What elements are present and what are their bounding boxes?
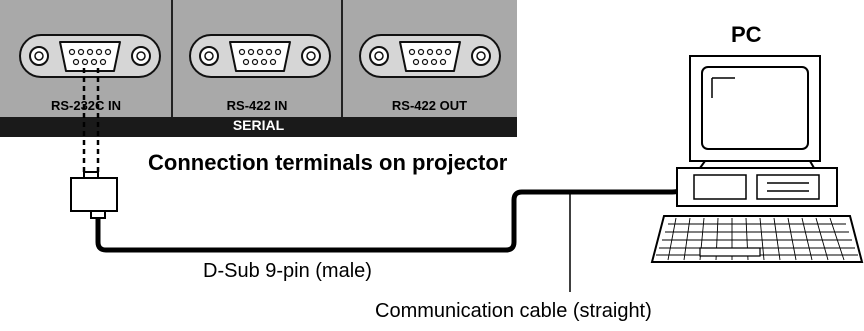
port-label-rs422-out: RS-422 OUT — [391, 98, 468, 113]
serial-band — [0, 117, 517, 137]
dsub-plug-icon — [70, 171, 118, 219]
port-label-rs232c-in: RS-232C IN — [50, 98, 122, 113]
serial-group-label: SERIAL — [232, 117, 285, 133]
pc-icon — [650, 55, 864, 263]
caption-communication-cable: Communication cable (straight) — [375, 300, 652, 322]
caption-pc: PC — [731, 22, 762, 47]
rs232c-in-port-icon — [19, 34, 161, 78]
caption-connection-terminals: Connection terminals on projector — [148, 150, 508, 175]
caption-dsub-connector: D-Sub 9-pin (male) — [203, 260, 372, 282]
port-label-rs422-in: RS-422 IN — [226, 98, 288, 113]
rs422-in-port-icon — [189, 34, 331, 78]
rs422-out-port-icon — [359, 34, 501, 78]
communication-cable — [95, 187, 683, 253]
